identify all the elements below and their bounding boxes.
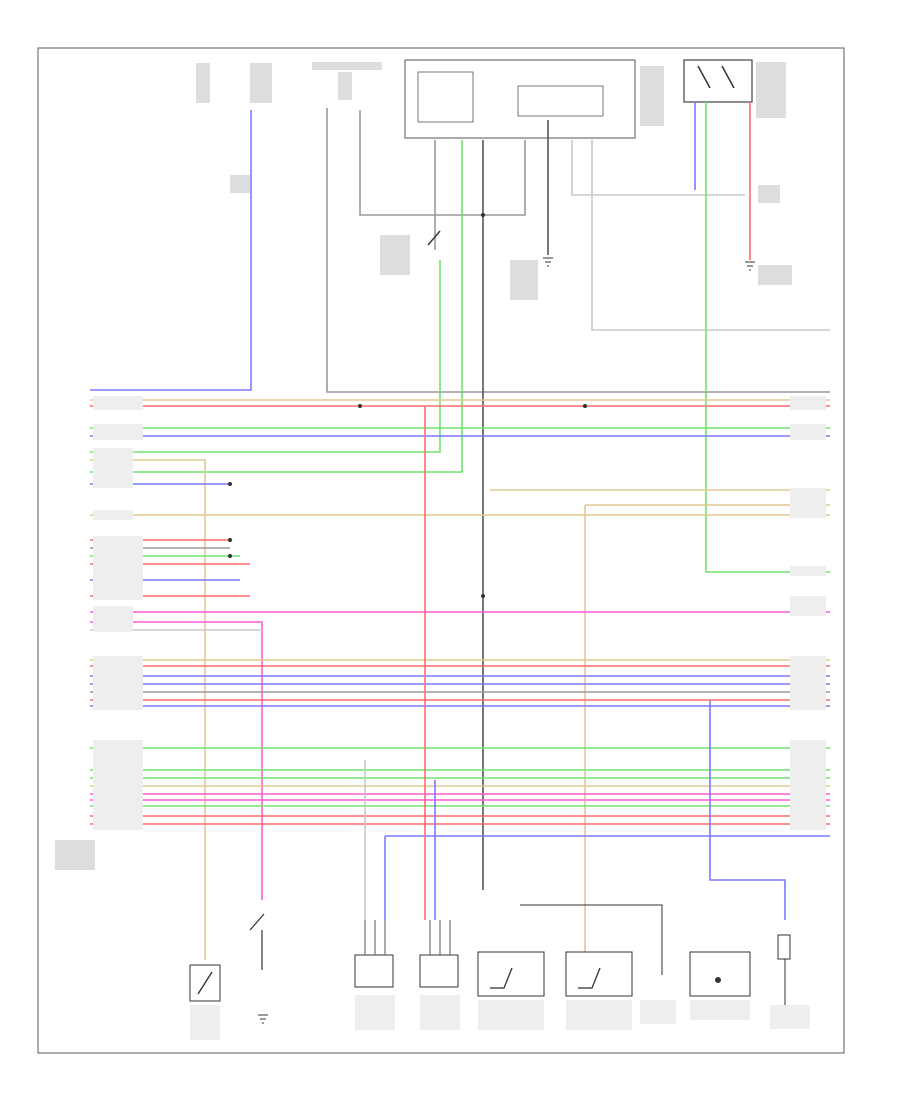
harness-upper (90, 399, 830, 960)
ground-icon (543, 257, 553, 267)
top-components (55, 59, 830, 890)
label-block (355, 995, 395, 1030)
wire-gray-right (571, 140, 745, 196)
wire-blue-top-left (90, 110, 252, 391)
solenoid-box-1 (477, 951, 545, 997)
sensor-1-pins (364, 920, 386, 955)
diagram-frame (37, 47, 845, 1054)
switch-symbol (697, 65, 735, 89)
harness-lower (90, 406, 830, 920)
top-label-clusters (55, 62, 792, 870)
relay-left (417, 71, 474, 123)
wire-blue-right-drop (709, 700, 786, 920)
resistor-right (777, 934, 791, 960)
switch-center-icon (427, 230, 441, 246)
control-box (689, 951, 751, 997)
ground-icon-right (745, 261, 755, 271)
wire-green-top-right (705, 102, 830, 573)
sensor-box-2 (419, 954, 459, 988)
wire-gray-top (326, 108, 830, 393)
switch-icon-bottom (249, 913, 265, 970)
solenoid-symbols (490, 967, 601, 989)
label-block (566, 1000, 632, 1030)
switch-icon-bl (197, 971, 213, 995)
wire-gray-right2 (591, 140, 830, 331)
label-block (190, 1005, 220, 1040)
wire-green-switch (90, 260, 441, 453)
bottom-components (189, 904, 810, 1040)
junction-dots (228, 213, 587, 598)
label-block (478, 1000, 544, 1030)
switch-box-top-right (683, 59, 753, 103)
solenoid-wire (520, 904, 663, 975)
wire-gray-loop (359, 110, 526, 216)
sensor-2-pins (429, 920, 451, 955)
wire-pink-drop (90, 621, 263, 900)
control-box-icon (715, 977, 721, 983)
label-block (690, 1000, 750, 1020)
relay-box (404, 59, 636, 139)
right-pin-labels (790, 396, 826, 830)
relay-right (517, 85, 604, 117)
wire-green-relay (90, 140, 463, 473)
left-pin-labels (93, 396, 143, 830)
label-block (640, 1000, 676, 1024)
sensor-box-1 (354, 954, 394, 988)
label-block (770, 1005, 810, 1029)
solenoid-box-2 (565, 951, 633, 997)
wire-tan-4 (584, 504, 830, 960)
ground-icon-bottom (258, 1014, 268, 1024)
label-block (420, 995, 460, 1030)
